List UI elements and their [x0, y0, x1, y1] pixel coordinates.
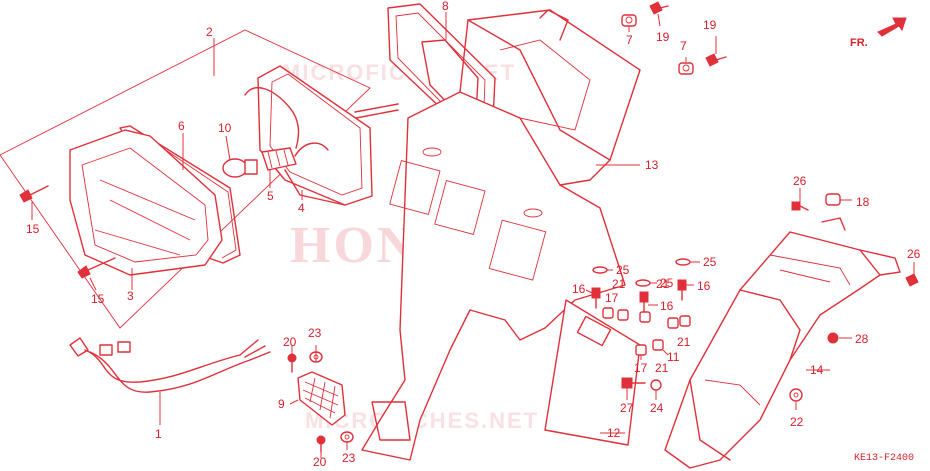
bolt-16-middle: [639, 291, 649, 313]
callout-7-upper: 7: [626, 33, 633, 47]
callout-8: 8: [442, 0, 449, 13]
bolt-16-right: [677, 279, 687, 301]
callout-16-right: 16: [697, 279, 711, 293]
callout-19-upper: 19: [656, 30, 670, 44]
callout-16-middle: 16: [660, 299, 674, 313]
callout-20-lower: 20: [313, 455, 327, 469]
washer-24: [650, 379, 662, 391]
callout-4: 4: [298, 201, 305, 215]
washer-25-left: [592, 266, 608, 274]
bulb-part: [222, 158, 258, 178]
callout-7-lower: 7: [680, 39, 687, 53]
socket-wire: [244, 87, 300, 149]
nut-23-lower: [340, 431, 354, 443]
callout-26-right: 26: [907, 247, 921, 261]
washer-25-middle: [635, 279, 651, 287]
callout-1: 1: [155, 427, 162, 441]
callout-28: 28: [855, 332, 869, 346]
bolt-26-upper: [791, 201, 809, 211]
leader-lines: [31, 12, 915, 458]
callout-21-c: 21: [677, 335, 691, 349]
screw-15-upper: [19, 185, 49, 203]
callout-24: 24: [650, 401, 664, 415]
callout-27: 27: [620, 401, 634, 415]
collar-11: [652, 339, 664, 351]
callout-5: 5: [267, 189, 274, 203]
bulb-socket-part: [261, 142, 329, 171]
callout-25-left: 25: [616, 263, 630, 277]
callout-23-upper: 23: [308, 326, 322, 340]
diagram-reference-code: KE13-F2400: [854, 453, 914, 464]
callout-22: 22: [790, 415, 804, 429]
callout-15-upper: 15: [26, 222, 40, 236]
bolt-16-left: [591, 287, 601, 309]
callout-3: 3: [127, 289, 134, 303]
bolt-27: [621, 377, 646, 389]
callout-23-lower: 23: [342, 451, 356, 465]
taillight-lens-part: [69, 129, 223, 276]
washer-25-right: [675, 258, 691, 266]
collar-21-b: [639, 311, 651, 323]
callout-16-left: 16: [572, 282, 586, 296]
lens-gasket-part: [119, 125, 241, 264]
callout-14: 14: [810, 363, 824, 377]
callout-12: 12: [607, 426, 621, 440]
mud-flap-part: [544, 299, 641, 446]
callout-15-lower: 15: [91, 292, 105, 306]
callout-21-d: 21: [655, 361, 669, 375]
callout-18: 18: [856, 195, 870, 209]
callout-21-b: 21: [656, 277, 670, 291]
callout-17-a: 17: [605, 291, 619, 305]
grommet-18: [825, 193, 841, 206]
callout-21-a: 21: [612, 277, 626, 291]
screw-20-lower: [316, 435, 326, 453]
bolt-19-lower: [705, 53, 727, 67]
grommet-7-upper: [621, 14, 637, 27]
collar-21-c: [667, 317, 679, 329]
reflector-part: [297, 371, 346, 426]
callout-2: 2: [206, 25, 213, 39]
front-direction-label: FR.: [850, 37, 868, 49]
screw-15-lower: [77, 257, 116, 279]
collar-21-a: [602, 307, 614, 319]
collar-17-b: [635, 344, 647, 356]
front-direction-arrow-icon: [877, 17, 907, 37]
rear-fender-bracket-part: [361, 9, 641, 461]
callout-10: 10: [218, 121, 232, 135]
nut-22: [789, 388, 803, 402]
callout-26-upper: 26: [793, 174, 807, 188]
callout-13: 13: [645, 158, 659, 172]
callout-6: 6: [178, 119, 185, 133]
housing-wires: [354, 103, 399, 119]
callout-11: 11: [667, 350, 680, 364]
bolt-26-right: [905, 273, 919, 287]
taillight-housing-part: [257, 65, 373, 206]
grommet-7-lower: [678, 62, 694, 75]
collar-21-d: [679, 315, 691, 327]
bolt-19-upper: [649, 1, 669, 15]
splash-guard-part: [664, 217, 901, 469]
collar-17-a: [617, 309, 629, 321]
callout-9: 9: [278, 397, 285, 411]
callout-25-right: 25: [703, 255, 717, 269]
wire-harness-part: [69, 337, 271, 393]
callout-25-middle: 25: [660, 276, 674, 290]
nut-28: [827, 332, 839, 344]
callout-20-upper: 20: [283, 335, 297, 349]
callout-19-lower: 19: [703, 18, 717, 32]
callout-17-b: 17: [634, 361, 648, 375]
